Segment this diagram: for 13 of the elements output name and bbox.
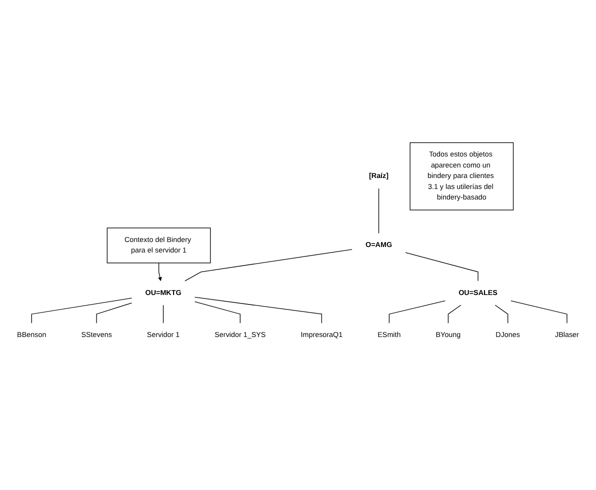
arrow (158, 262, 162, 282)
connector (194, 296, 322, 324)
connector (378, 188, 380, 234)
connector (96, 302, 132, 324)
connector (184, 249, 352, 282)
connector (448, 304, 462, 324)
connector (162, 304, 164, 324)
connector (388, 300, 446, 324)
connector (510, 300, 568, 324)
connector (194, 301, 241, 324)
connector (494, 304, 508, 324)
connector (405, 252, 478, 282)
connector (31, 298, 132, 324)
